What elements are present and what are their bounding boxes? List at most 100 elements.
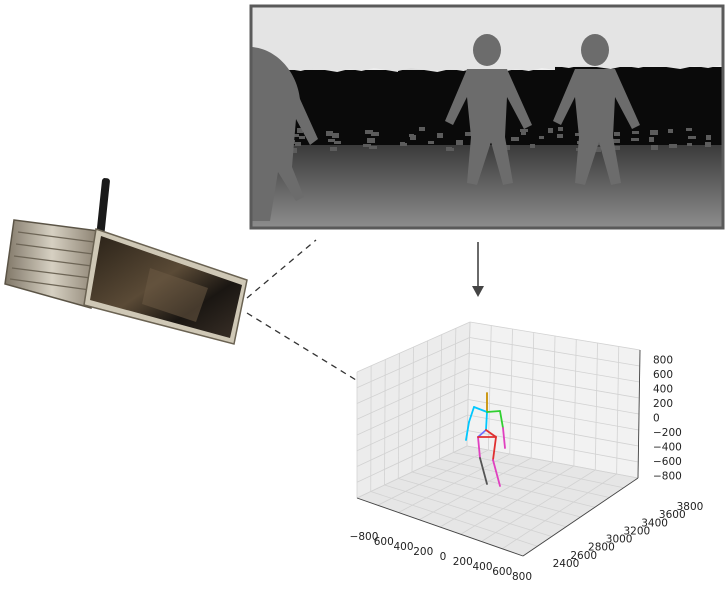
grid-line [356, 399, 469, 452]
person-silhouette [445, 34, 532, 185]
depth-noise [521, 130, 526, 135]
depth-noise [401, 143, 407, 146]
depth-noise [367, 138, 375, 143]
depth-noise [293, 134, 299, 137]
person-body [553, 69, 640, 185]
depth-noise [631, 138, 639, 141]
grid-line [468, 399, 639, 431]
skeleton-bone [499, 410, 504, 429]
depth-strip-border [249, 4, 725, 230]
depth-noise [326, 131, 333, 136]
camera-projection-lines [246, 239, 357, 381]
x-tick-label: 600 [374, 536, 394, 548]
grid-line [573, 339, 577, 467]
depth-panel-1 [252, 7, 398, 227]
depth-noise [686, 128, 692, 131]
y-tick-label: 3200 [623, 525, 650, 537]
depth-panel-2 [398, 7, 555, 227]
grid-line [439, 461, 553, 528]
person-body [445, 69, 532, 185]
x-tick-label: 200 [413, 546, 433, 558]
y-tick-label: 2600 [570, 550, 597, 562]
depth-noise [365, 130, 373, 134]
x-tick-label: 200 [453, 556, 473, 568]
skeleton-bone [468, 406, 475, 423]
depth-noise [511, 137, 519, 141]
depth-noise [668, 129, 673, 133]
grid-line [356, 383, 469, 436]
grid-line [466, 445, 639, 479]
skeleton-bone [465, 421, 470, 441]
depth-noise [334, 141, 341, 144]
grid-line [356, 414, 468, 467]
z-axis-line [637, 349, 641, 479]
x-axis-line [356, 497, 524, 557]
camera-antenna [96, 178, 110, 240]
z-tick-label: 600 [653, 369, 673, 381]
grid-line [467, 414, 639, 447]
y-tick-label: 3000 [606, 534, 633, 546]
depth-noise [297, 128, 303, 133]
grid-line [468, 383, 640, 415]
grid-line [425, 465, 595, 508]
grid-line [481, 469, 596, 542]
skeleton-bone [473, 406, 488, 413]
depth-noise [650, 130, 658, 135]
grid-line [616, 346, 620, 475]
person-silhouette [553, 34, 640, 185]
depth-noise [371, 132, 379, 136]
depth-noise [330, 147, 337, 151]
x-tick-label: 0 [440, 551, 447, 563]
grid-line [439, 458, 610, 498]
depth-camera [4, 178, 248, 345]
x-tick-label: 400 [393, 541, 413, 553]
depth-noise [465, 132, 472, 136]
down-arrow [472, 242, 484, 297]
z-tick-label: 0 [653, 413, 660, 425]
depth-noise [651, 145, 658, 150]
z-tick-label: −800 [653, 471, 682, 483]
depth-panel-wall-edge [252, 7, 398, 72]
dashed-line-upper [246, 239, 317, 299]
grid-line [460, 465, 575, 535]
camera-fins [9, 231, 95, 291]
down-arrow-head [472, 286, 484, 297]
grid-line [502, 473, 617, 550]
y-tick-label: 3600 [659, 509, 686, 521]
depth-image-strip [249, 4, 725, 230]
depth-noise [687, 143, 692, 146]
z-tick-label: 200 [653, 398, 673, 410]
depth-noise [669, 144, 677, 148]
depth-noise [688, 136, 696, 139]
skeleton-bone [492, 459, 501, 487]
x-tick-label: 400 [472, 561, 492, 573]
skeleton-bone [485, 411, 488, 431]
grid-line [452, 328, 457, 453]
camera-body [4, 219, 100, 309]
depth-panel-3 [553, 7, 722, 227]
skeleton-bone [486, 410, 501, 413]
depth-noise [428, 141, 434, 144]
depth-noise [594, 147, 601, 152]
depth-noise [557, 134, 563, 138]
z-tick-label: −600 [653, 456, 682, 468]
y-tick-label: 3800 [677, 501, 704, 513]
depth-noise [369, 146, 377, 149]
z-tick-label: 400 [653, 384, 673, 396]
depth-noise [332, 133, 339, 138]
dashed-line-lower [246, 312, 357, 381]
depth-noise [575, 133, 582, 136]
z-tick-label: 800 [653, 355, 673, 367]
grid-line [594, 342, 598, 471]
depth-noise [328, 139, 335, 142]
depth-noise [613, 139, 620, 143]
depth-noise [410, 135, 416, 140]
skeleton-bone [502, 427, 506, 449]
y-tick-label: 2800 [588, 542, 615, 554]
z-tick-label: −400 [653, 442, 682, 454]
grid-line [356, 430, 468, 483]
depth-noise [548, 128, 553, 133]
depth-noise [295, 142, 301, 146]
